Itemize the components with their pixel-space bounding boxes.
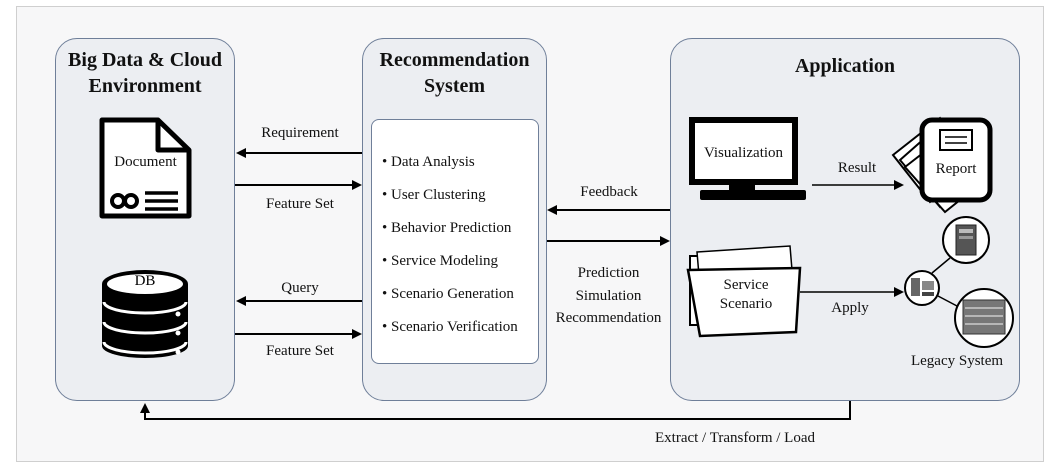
document-label: Document: [114, 154, 177, 170]
database-icon: [102, 270, 188, 358]
apply-label: Apply: [831, 300, 869, 316]
result-label: Result: [837, 160, 877, 176]
prediction-label: Prediction: [577, 265, 640, 281]
feature-item: • Scenario Generation: [382, 286, 514, 302]
recommendation-title-line1: Recommendation: [379, 49, 530, 71]
link-line: [937, 295, 958, 307]
big-data-title-line1: Big Data & Cloud: [68, 49, 222, 71]
feedback-label: Feedback: [580, 184, 638, 200]
service-scenario-line1: Service: [723, 277, 769, 293]
feature-item: • Scenario Verification: [382, 319, 518, 335]
rack-server-icon: [954, 288, 1014, 348]
recommendation-system-panel: Recommendation System • Data Analysis • …: [362, 38, 547, 401]
simulation-label: Simulation: [575, 288, 642, 304]
network-hub-icon: [904, 270, 940, 306]
report-icon: [891, 116, 993, 214]
requirement-label: Requirement: [261, 125, 339, 141]
feature-item: • Behavior Prediction: [382, 220, 512, 236]
recommendation-label: Recommendation: [555, 310, 662, 326]
big-data-title-line2: Environment: [88, 75, 202, 97]
etl-arrow: [140, 401, 851, 420]
link-line: [931, 257, 951, 274]
monitor-icon: [689, 117, 806, 200]
feature-item: • User Clustering: [382, 187, 486, 203]
legacy-system-label: Legacy System: [910, 353, 1004, 369]
document-icon: [99, 117, 192, 219]
service-scenario-line2: Scenario: [719, 296, 773, 312]
feature-list-box: • Data Analysis • User Clustering • Beha…: [371, 119, 539, 364]
visualization-label: Visualization: [703, 145, 784, 161]
folder-icon: [686, 245, 802, 338]
feature-set-label: Feature Set: [266, 196, 334, 212]
db-label: DB: [134, 273, 156, 289]
feature-item: • Service Modeling: [382, 253, 499, 269]
etl-label: Extract / Transform / Load: [655, 430, 815, 446]
feature-set-label-2: Feature Set: [266, 343, 334, 359]
server-tower-icon: [942, 216, 990, 264]
query-label: Query: [281, 280, 319, 296]
report-label: Report: [935, 161, 977, 177]
recommendation-title-line2: System: [423, 75, 486, 97]
application-title: Application: [794, 55, 896, 77]
feature-item: • Data Analysis: [382, 154, 475, 170]
